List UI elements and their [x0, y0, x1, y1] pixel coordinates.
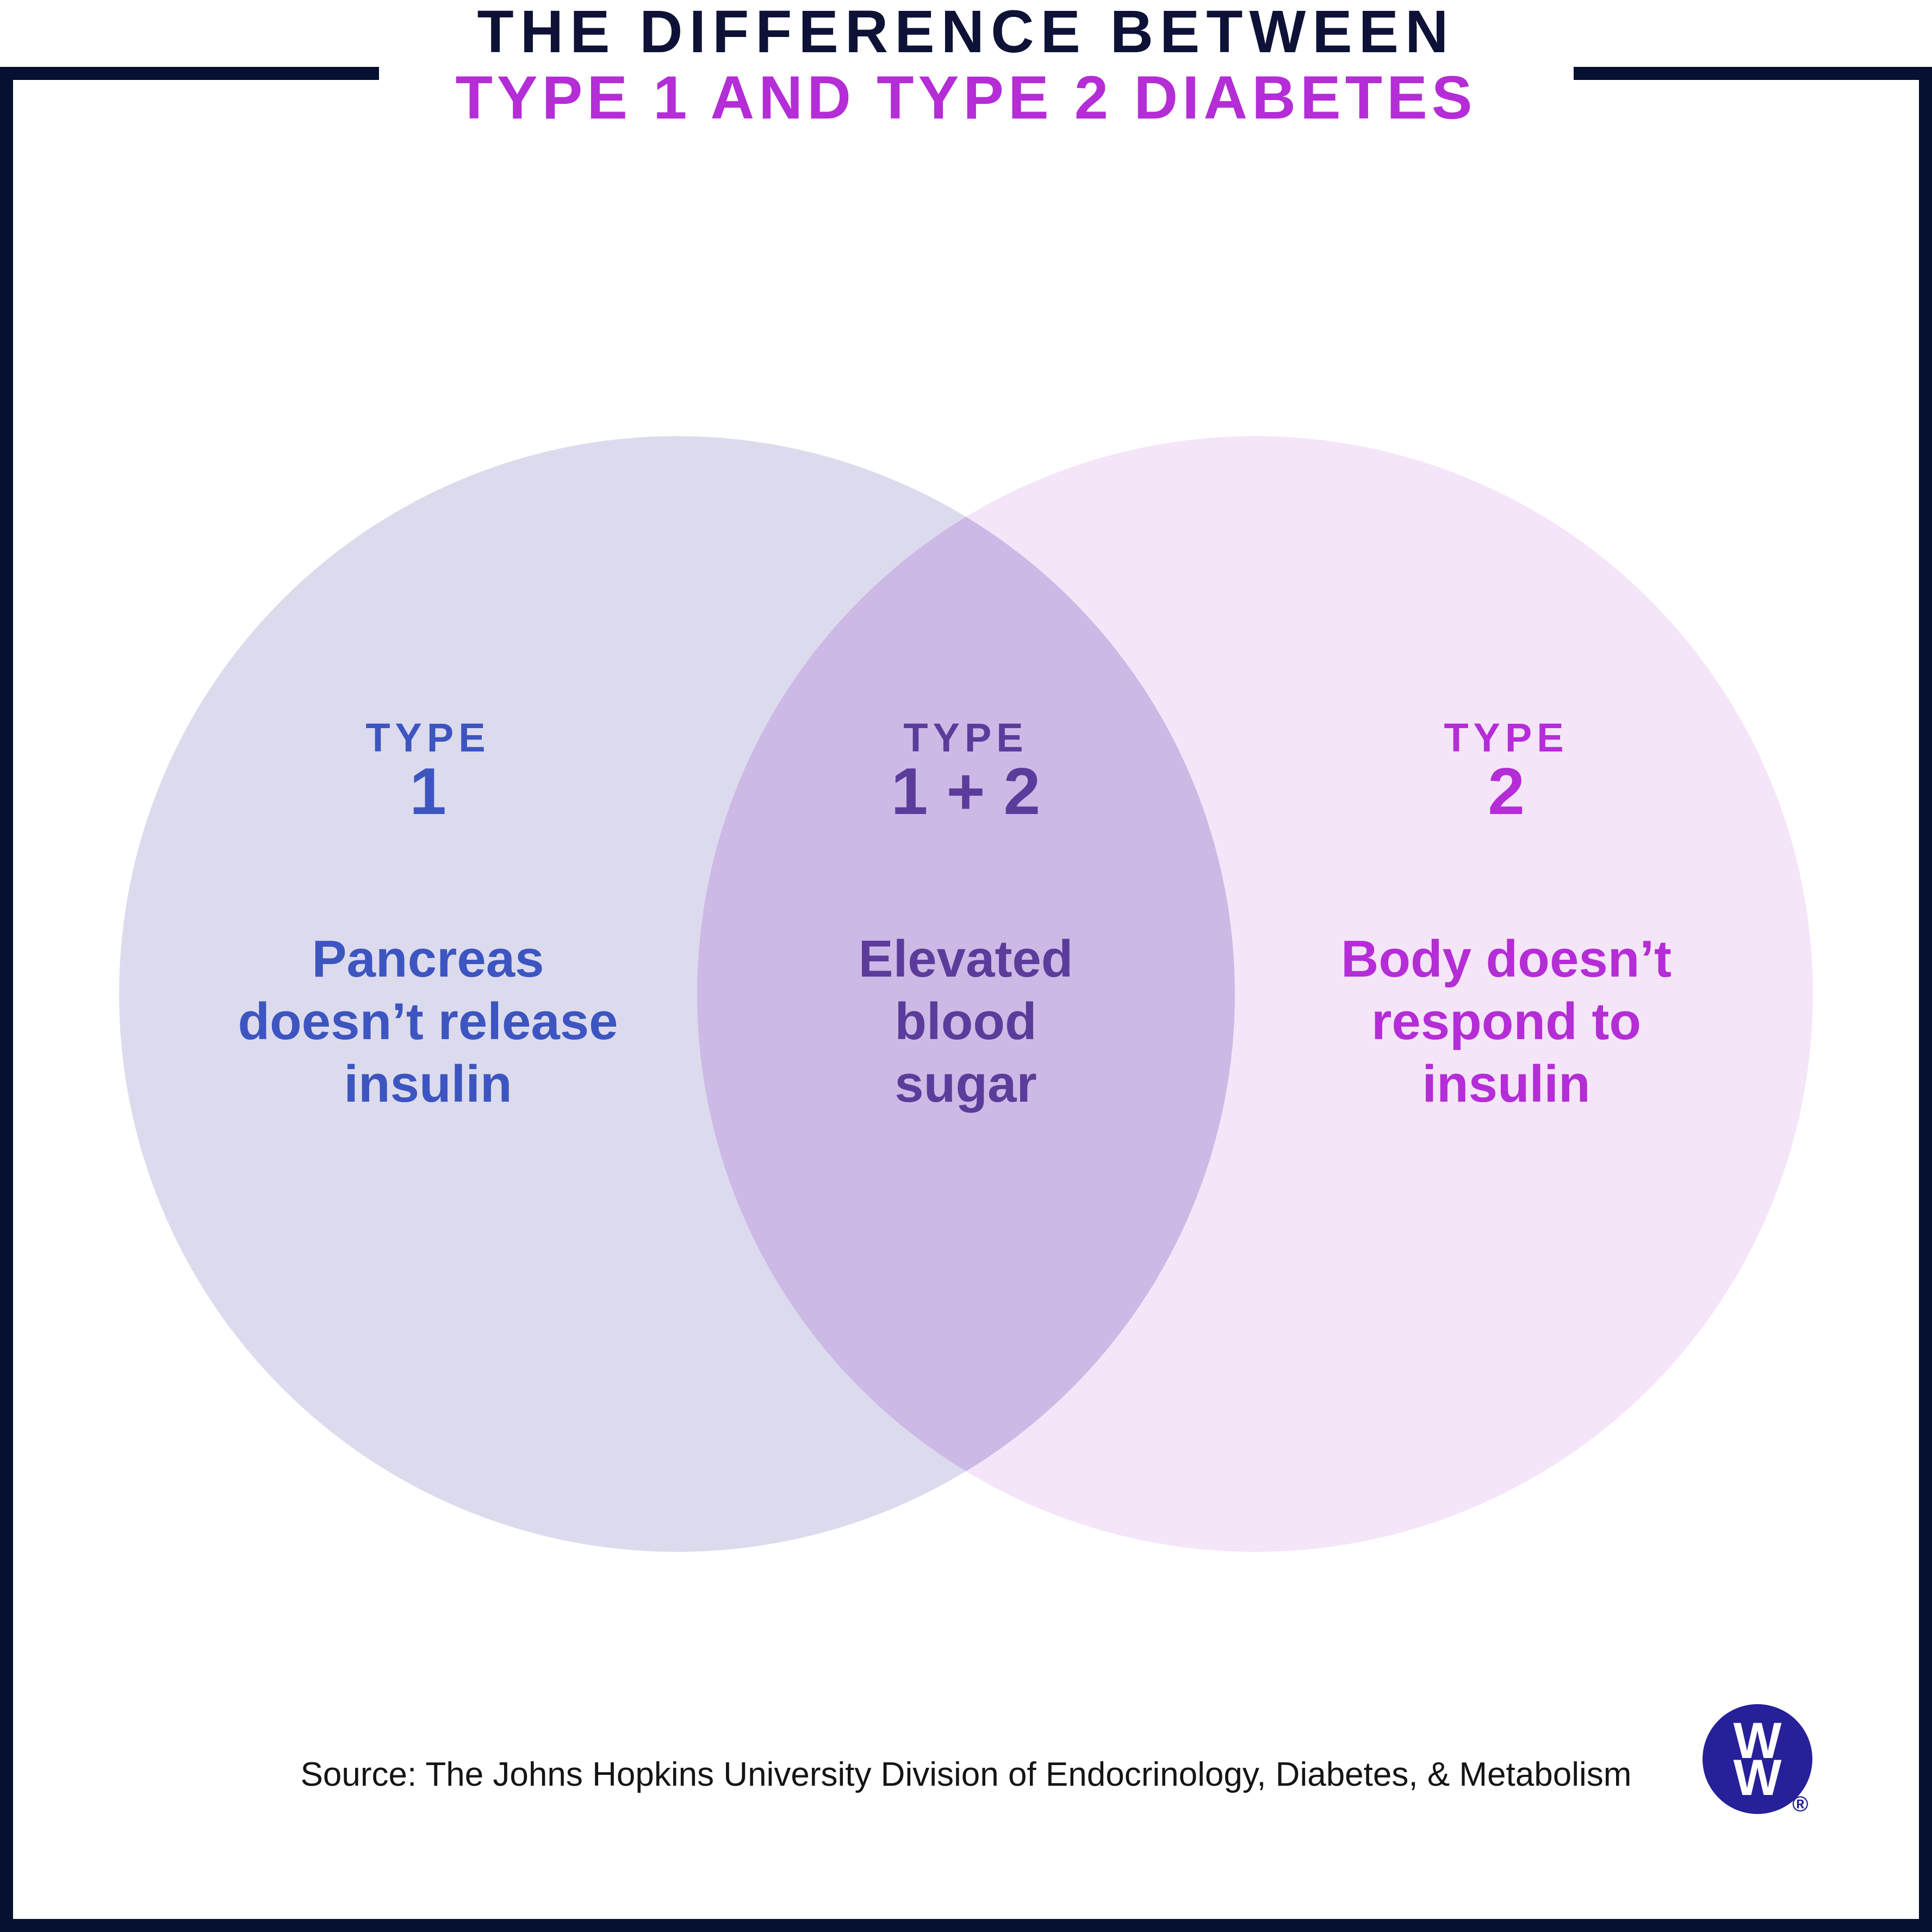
type2-description: Body doesn’t respond to insulin — [1341, 928, 1672, 1115]
source-attribution: Source: The Johns Hopkins University Div… — [300, 1756, 1632, 1793]
overlap-description-line: Elevated — [858, 930, 1073, 988]
type2-description-line: respond to — [1371, 992, 1641, 1051]
frame-right-edge — [1919, 67, 1932, 1932]
type1-label: TYPE — [365, 715, 490, 760]
overlap-section: TYPE 1 + 2 Elevated blood sugar — [859, 718, 1073, 1115]
frame-left-edge — [0, 67, 13, 1932]
registered-trademark-icon: ® — [1792, 1792, 1809, 1816]
type2-description-line: insulin — [1422, 1055, 1591, 1113]
overlap-label: TYPE — [903, 715, 1028, 760]
frame-bottom-edge — [0, 1919, 1932, 1932]
type2-number: 2 — [1488, 754, 1525, 828]
type1-description-line: insulin — [344, 1055, 512, 1113]
overlap-description-line: sugar — [894, 1055, 1037, 1113]
type1-number: 1 — [409, 754, 446, 828]
ww-logo-letter-bottom: W — [1733, 1749, 1782, 1806]
type2-label: TYPE — [1444, 715, 1569, 760]
ww-logo-icon: W W — [1703, 1704, 1812, 1814]
title-line-2: TYPE 1 AND TYPE 2 DIABETES — [455, 64, 1477, 132]
ww-logo-letter-top: W — [1733, 1712, 1782, 1769]
overlap-number: 1 + 2 — [891, 754, 1041, 828]
type1-description-line: Pancreas — [312, 930, 544, 988]
overlap-description: Elevated blood sugar — [859, 928, 1073, 1115]
type2-section: TYPE 2 Body doesn’t respond to insulin — [1341, 718, 1672, 1115]
overlap-description-line: blood — [894, 992, 1037, 1051]
frame-top-left-segment — [0, 67, 379, 80]
title-line-1: THE DIFFERENCE BETWEEN — [477, 0, 1455, 65]
venn-overlap-region — [697, 436, 1235, 1552]
frame-top-right-segment — [1574, 67, 1932, 80]
type1-description-line: doesn’t release — [238, 992, 618, 1051]
type1-section: TYPE 1 Pancreas doesn’t release insulin — [238, 718, 618, 1115]
type1-description: Pancreas doesn’t release insulin — [238, 928, 618, 1115]
type2-description-line: Body doesn’t — [1340, 930, 1672, 988]
